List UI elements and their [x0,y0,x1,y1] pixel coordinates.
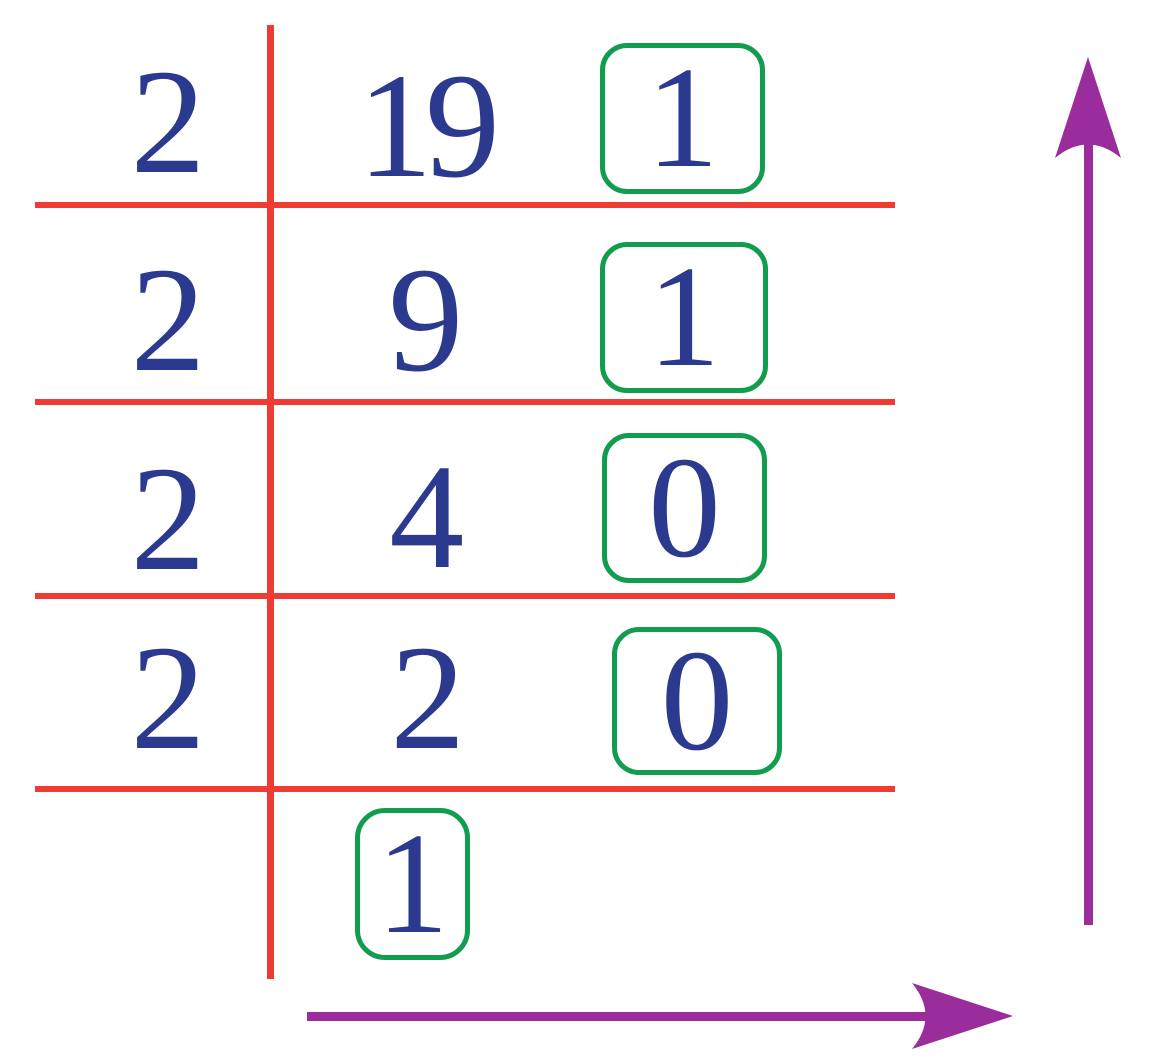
divisor-cell: 2 [130,615,206,781]
final-quotient-value: 1 [376,803,449,964]
remainder-value: 1 [647,237,721,397]
row-separator-line [35,593,895,599]
divisor-cell: 2 [130,39,206,205]
remainder-value: 0 [648,427,721,588]
remainder-value: 0 [660,620,734,781]
right-arrow-icon [307,983,1013,1049]
row-separator-line [35,786,895,792]
quotient-cell: 2 [390,615,465,781]
row-separator-line [35,399,895,405]
divider-vertical-line [267,25,274,979]
remainder-box: 0 [602,433,767,583]
divisor-cell: 2 [130,436,206,602]
divisor-cell: 2 [130,237,206,403]
quotient-cell: 19 [357,43,501,209]
final-quotient-box: 1 [355,808,470,960]
remainder-box: 0 [612,627,782,775]
quotient-cell: 9 [388,237,463,403]
row-separator-line [35,202,895,208]
remainder-box: 1 [600,242,768,393]
up-arrow-icon [1055,57,1121,925]
quotient-cell: 4 [389,434,464,600]
remainder-box: 1 [600,43,765,194]
remainder-value: 1 [646,38,719,198]
